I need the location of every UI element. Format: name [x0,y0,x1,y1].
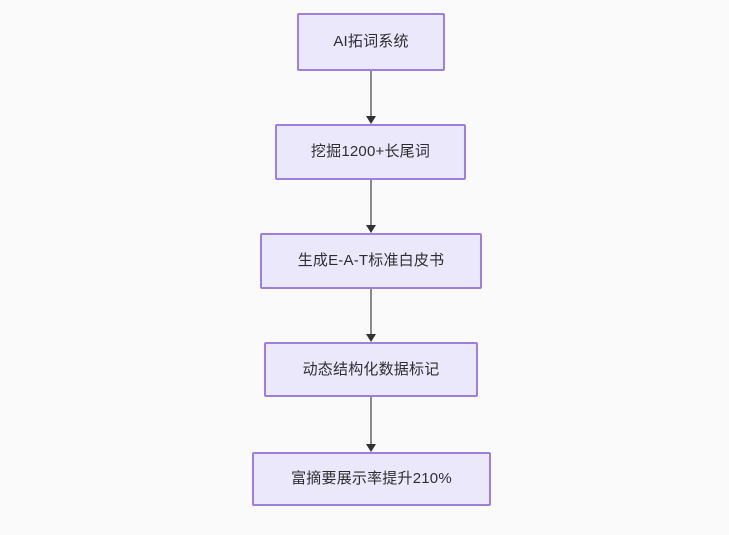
flow-node-dynamic-structured-data-markup[interactable]: 动态结构化数据标记 [264,342,478,397]
connector-line [370,71,372,116]
down-arrow-icon [366,225,376,233]
connector-node4-to-node5 [363,397,379,452]
flow-node-rich-snippet-impression-uplift[interactable]: 富摘要展示率提升210% [252,452,491,506]
connector-node3-to-node4 [363,289,379,342]
down-arrow-icon [366,444,376,452]
flow-node-label: 富摘要展示率提升210% [291,470,452,487]
flow-node-label: 动态结构化数据标记 [302,360,440,378]
flow-node-mine-longtail-keywords[interactable]: 挖掘1200+长尾词 [275,124,466,180]
connector-line [370,180,372,225]
flow-node-label: 挖掘1200+长尾词 [310,143,431,160]
connector-node1-to-node2 [363,71,379,124]
flow-node-label: 生成E-A-T标准白皮书 [297,252,445,269]
connector-line [370,289,372,334]
connector-line [370,397,372,444]
flow-node-ai-keyword-system[interactable]: AI拓词系统 [297,13,445,71]
connector-node2-to-node3 [363,180,379,233]
flow-node-generate-eat-whitepaper[interactable]: 生成E-A-T标准白皮书 [260,233,482,289]
down-arrow-icon [366,334,376,342]
down-arrow-icon [366,116,376,124]
flow-node-label: AI拓词系统 [333,33,409,50]
